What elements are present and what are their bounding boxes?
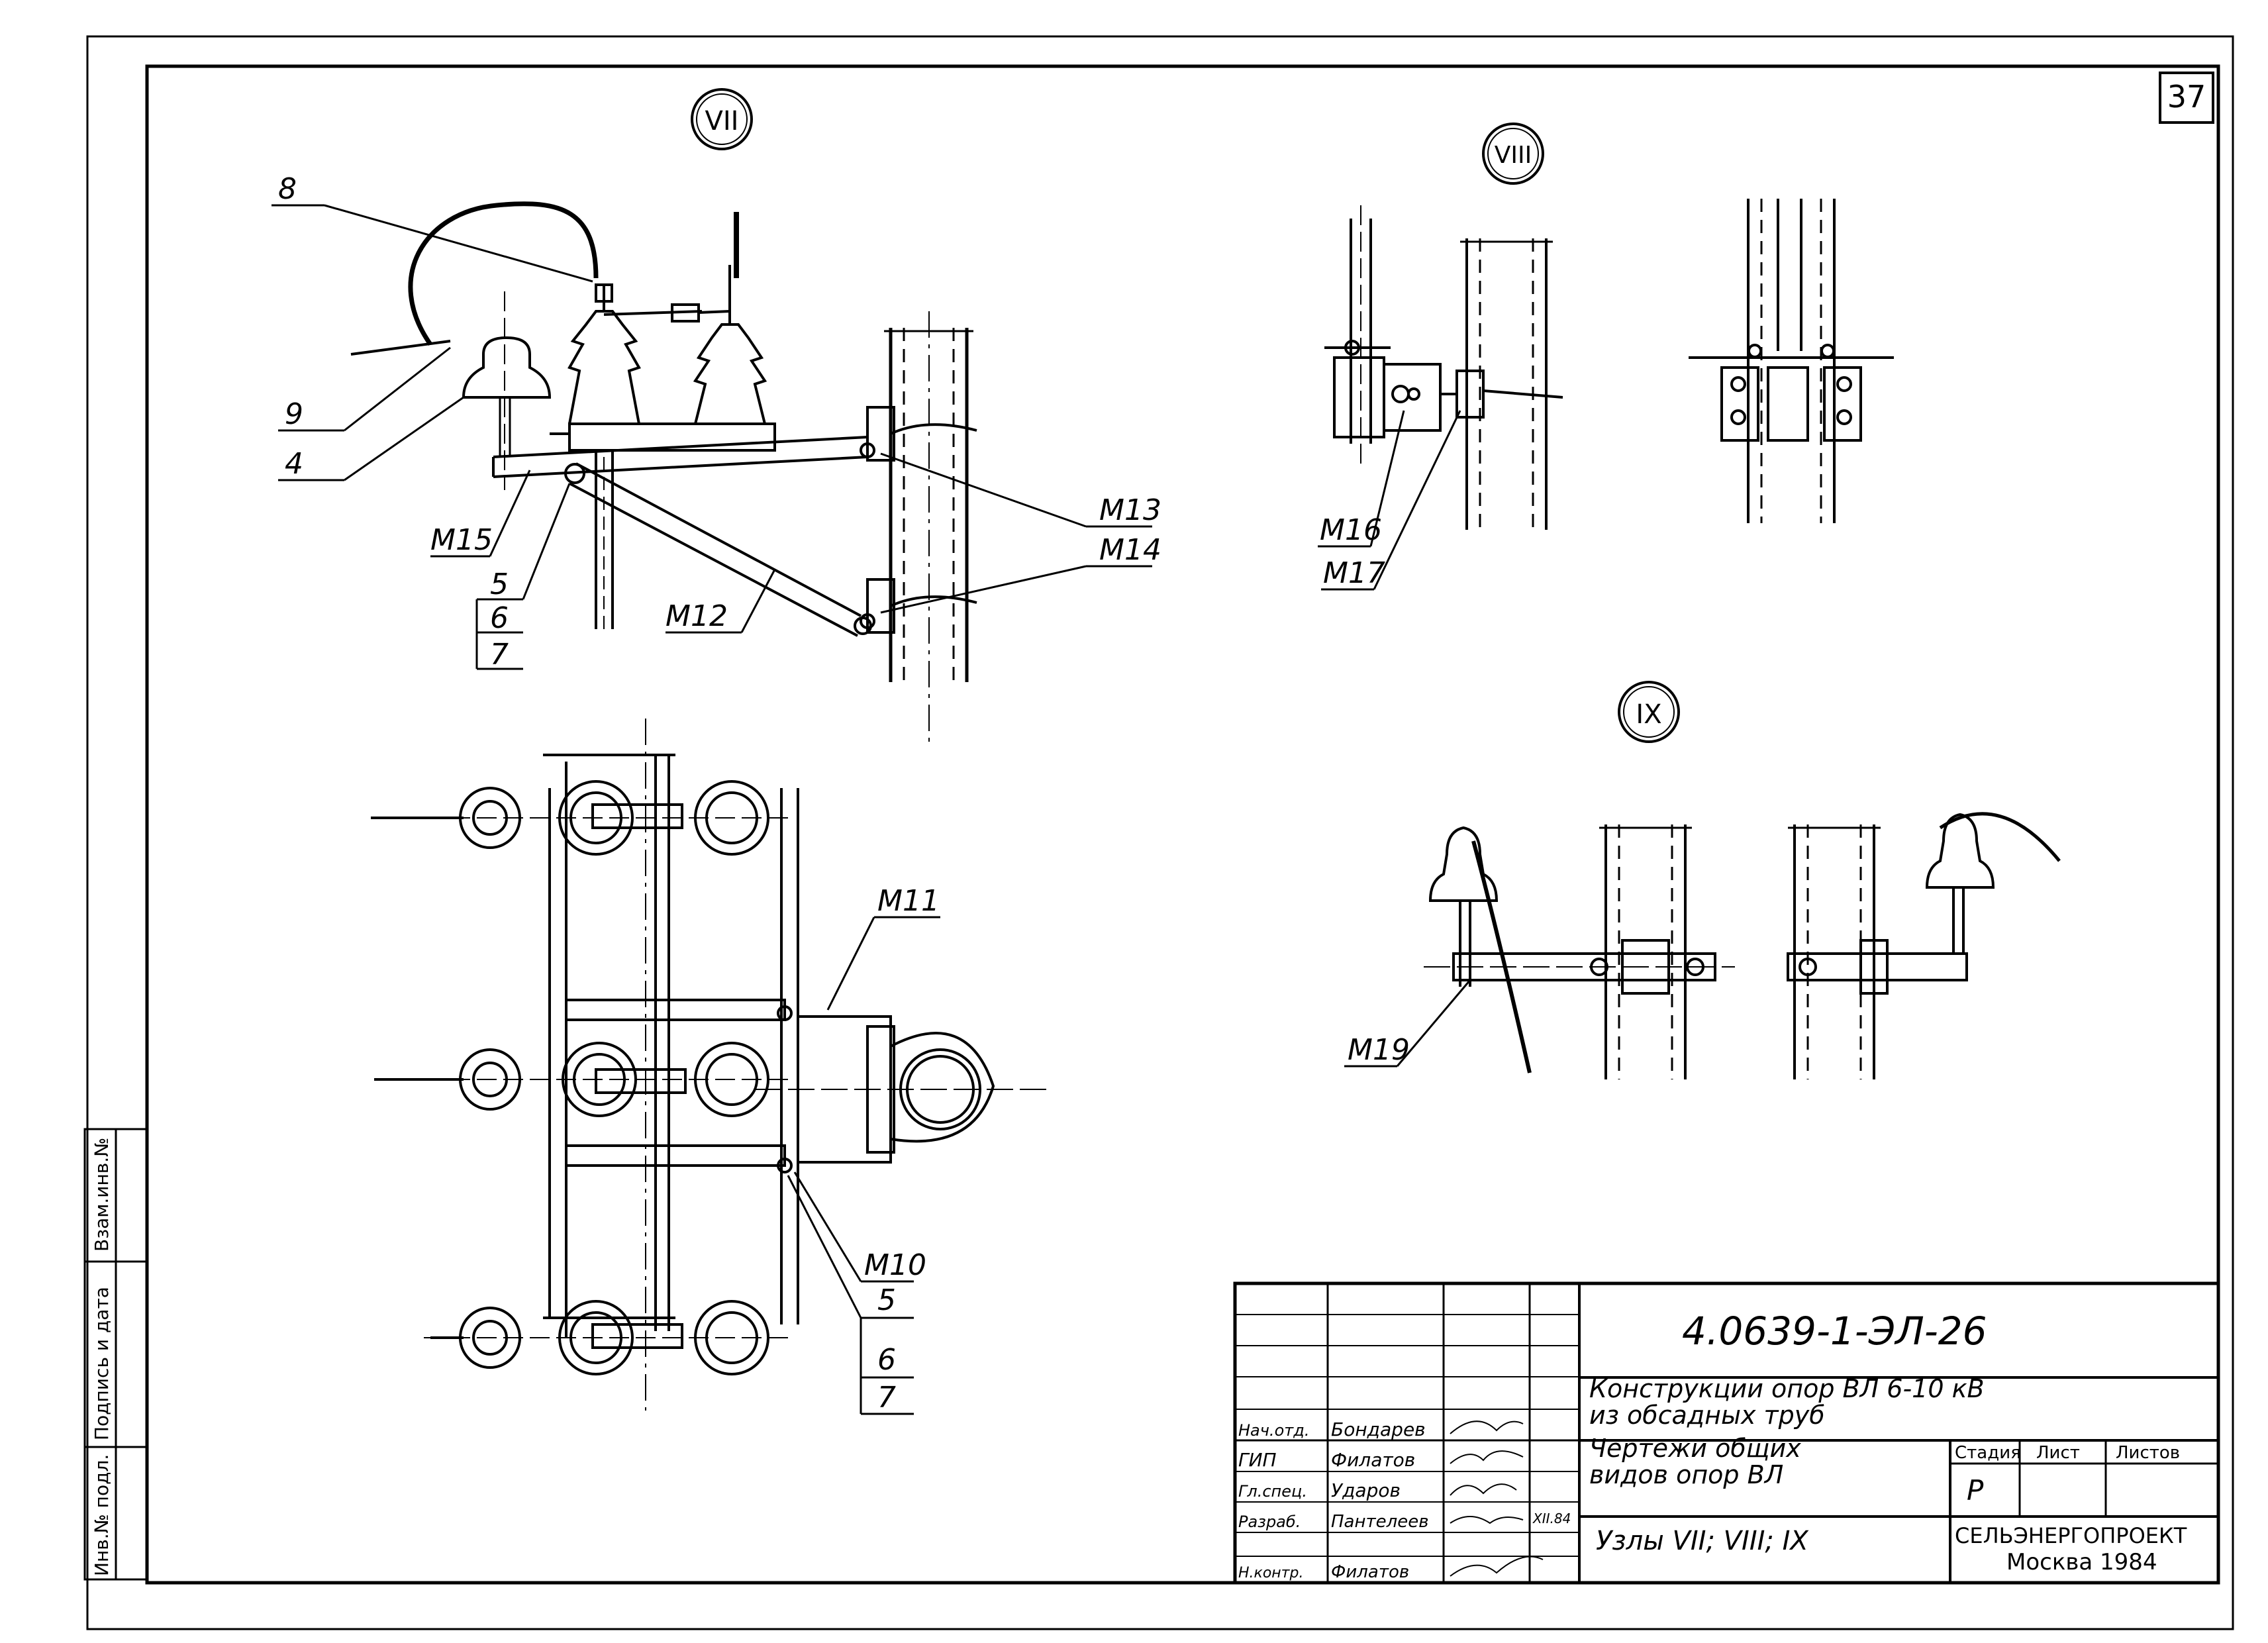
callout-m14: М14 (1099, 533, 1161, 567)
sheet-title-line1: Чертежи общих (1589, 1434, 1801, 1463)
node-vii-side-view (350, 201, 977, 748)
node-viii-views (1324, 199, 1894, 530)
callout-m13: М13 (1099, 493, 1161, 527)
stamp-vzam-inv: Взам.инв.№ (91, 1138, 113, 1252)
side-stamp (83, 1128, 148, 1581)
node-vii-plan-view (371, 719, 1046, 1411)
name-3: Пантелеев (1331, 1512, 1429, 1532)
callout-m12: М12 (666, 599, 728, 633)
sheet-number: 37 (2167, 79, 2206, 115)
sheet-frame (86, 35, 2234, 1630)
org-name: СЕЛЬЭНЕРГОПРОЕКТ (1955, 1523, 2187, 1548)
sheet-header: Лист (2036, 1443, 2080, 1463)
sheet-title-line2: видов опор ВЛ (1589, 1460, 1783, 1489)
title-block (1233, 1281, 2220, 1585)
callout-m16: М16 (1320, 513, 1382, 547)
name-1: Филатов (1331, 1449, 1415, 1471)
callout-m11: М11 (877, 884, 940, 918)
callout-5b: 5 (877, 1283, 896, 1317)
sheets-header: Листов (2116, 1443, 2180, 1463)
sheet-number-box: 37 (2159, 72, 2214, 124)
node-viii-leaders (1318, 410, 1461, 591)
name-4: Филатов (1331, 1562, 1409, 1582)
role-3: Разраб. (1238, 1513, 1301, 1531)
callout-7b: 7 (877, 1381, 896, 1415)
node-vii-plan-leaders (787, 916, 940, 1415)
role-0: Нач.отд. (1238, 1421, 1309, 1440)
node-vii-leaders (271, 204, 1152, 670)
node-viii-marker: VIII (1482, 123, 1544, 185)
callout-6b: 6 (877, 1343, 896, 1377)
stage-value: Р (1967, 1474, 1984, 1507)
callout-4: 4 (285, 447, 303, 481)
callout-m15: М15 (430, 523, 493, 557)
node-vii-marker: VII (691, 88, 753, 150)
name-0: Бондарев (1331, 1419, 1426, 1440)
node-viii-label: VIII (1495, 142, 1532, 169)
title-line1: Конструкции опор ВЛ 6-10 кВ (1589, 1374, 1985, 1403)
stamp-podpis-data: Подпись и дата (91, 1287, 113, 1440)
callout-5a: 5 (490, 568, 509, 601)
date: XII.84 (1532, 1511, 1571, 1526)
node-viii-callouts: М16 М17 (1320, 513, 1385, 590)
node-ix-label: IX (1636, 699, 1661, 730)
stage-header: Стадия (1955, 1443, 2021, 1463)
callout-m19: М19 (1348, 1033, 1410, 1067)
node-ix-marker: IX (1618, 681, 1680, 743)
callout-8: 8 (278, 172, 297, 206)
title-block-text: 4.0639-1-ЭЛ-26 Конструкции опор ВЛ 6-10 … (1238, 1309, 2187, 1582)
callout-m10: М10 (864, 1248, 926, 1282)
signatures (1450, 1420, 1544, 1577)
role-2: Гл.спец. (1238, 1482, 1307, 1501)
callout-m17: М17 (1323, 556, 1385, 590)
callout-9: 9 (285, 397, 303, 431)
city-year: Москва 1984 (2006, 1549, 2157, 1575)
role-1: ГИП (1238, 1449, 1277, 1471)
callout-6a: 6 (490, 601, 509, 635)
doc-code: 4.0639-1-ЭЛ-26 (1682, 1309, 1987, 1354)
stamp-inv-podl: Инв.№ подл. (91, 1454, 113, 1576)
nodes-title: Узлы VII; VIII; IX (1596, 1526, 1809, 1556)
node-ix-leaders (1344, 979, 1471, 1068)
node-vii-callouts: 8 9 4 М15 5 6 7 М12 М13 М14 (278, 172, 1161, 672)
role-4: Н.контр. (1238, 1565, 1303, 1581)
title-line2: из обсадных труб (1589, 1401, 1825, 1430)
name-2: Ударов (1331, 1479, 1401, 1501)
callout-7a: 7 (490, 638, 509, 672)
node-vii-label: VII (705, 106, 739, 136)
node-ix-views (1424, 812, 2061, 1079)
node-vii-plan-callouts: М11 М10 5 6 7 (864, 884, 940, 1415)
